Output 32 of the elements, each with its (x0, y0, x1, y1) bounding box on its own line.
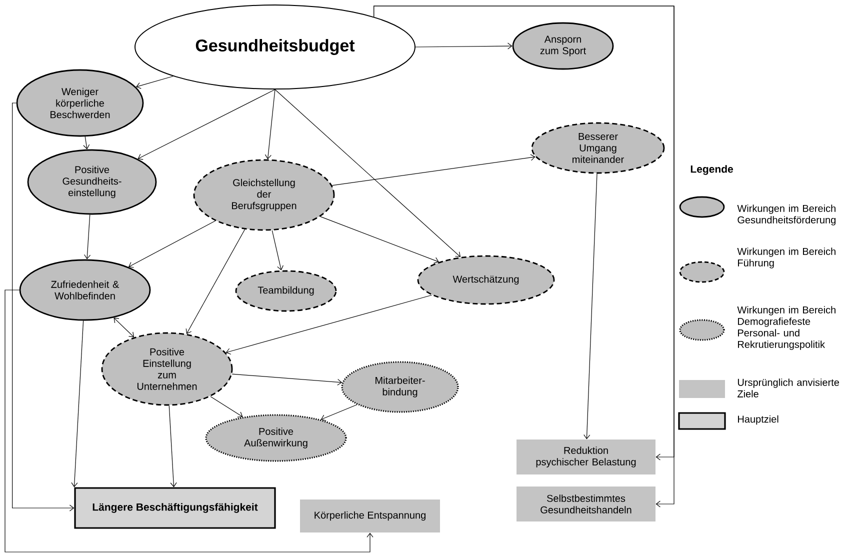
arrow (128, 220, 216, 268)
arrow (232, 374, 342, 386)
arrow (272, 230, 284, 270)
arrow (84, 214, 91, 260)
arrow (320, 404, 358, 421)
arrow (226, 294, 432, 355)
legend-title: Legende (690, 165, 734, 175)
legend-text: Hauptziel (738, 415, 778, 425)
legend-text: Wirkungen im Bereich Führung (737, 248, 836, 268)
arrow (320, 216, 439, 264)
legend-text: Wirkungen im Bereich Gesundheitsförderung (737, 204, 836, 226)
arrow (274, 89, 461, 258)
arrow (83, 136, 90, 150)
goal-box: Selbstbestimmtes Gesundheitshandeln (516, 486, 656, 522)
arrow (12, 102, 74, 512)
legend-text: Ursprünglich anvisierte Ziele (738, 378, 839, 398)
arrow (210, 396, 243, 418)
arrow (4, 290, 374, 552)
arrow (168, 405, 177, 488)
arrow (264, 89, 276, 160)
goal-box: Reduktion psychischer Belastung (516, 440, 656, 474)
arrow (186, 229, 246, 334)
legend-text: Wirkungen im Bereich Demografiefeste Personal- und Rekrutierungspolitik (737, 306, 836, 350)
arrow (415, 42, 512, 50)
arrow (114, 318, 134, 338)
arrow (138, 89, 276, 160)
arrow (71, 320, 84, 488)
arrow (584, 173, 598, 440)
arrow (332, 154, 536, 186)
arrow (136, 76, 174, 89)
goal-box: Körperliche Entspannung (300, 500, 440, 532)
main-goal-box: Längere Beschäftigungsfähigkeit (74, 487, 276, 529)
